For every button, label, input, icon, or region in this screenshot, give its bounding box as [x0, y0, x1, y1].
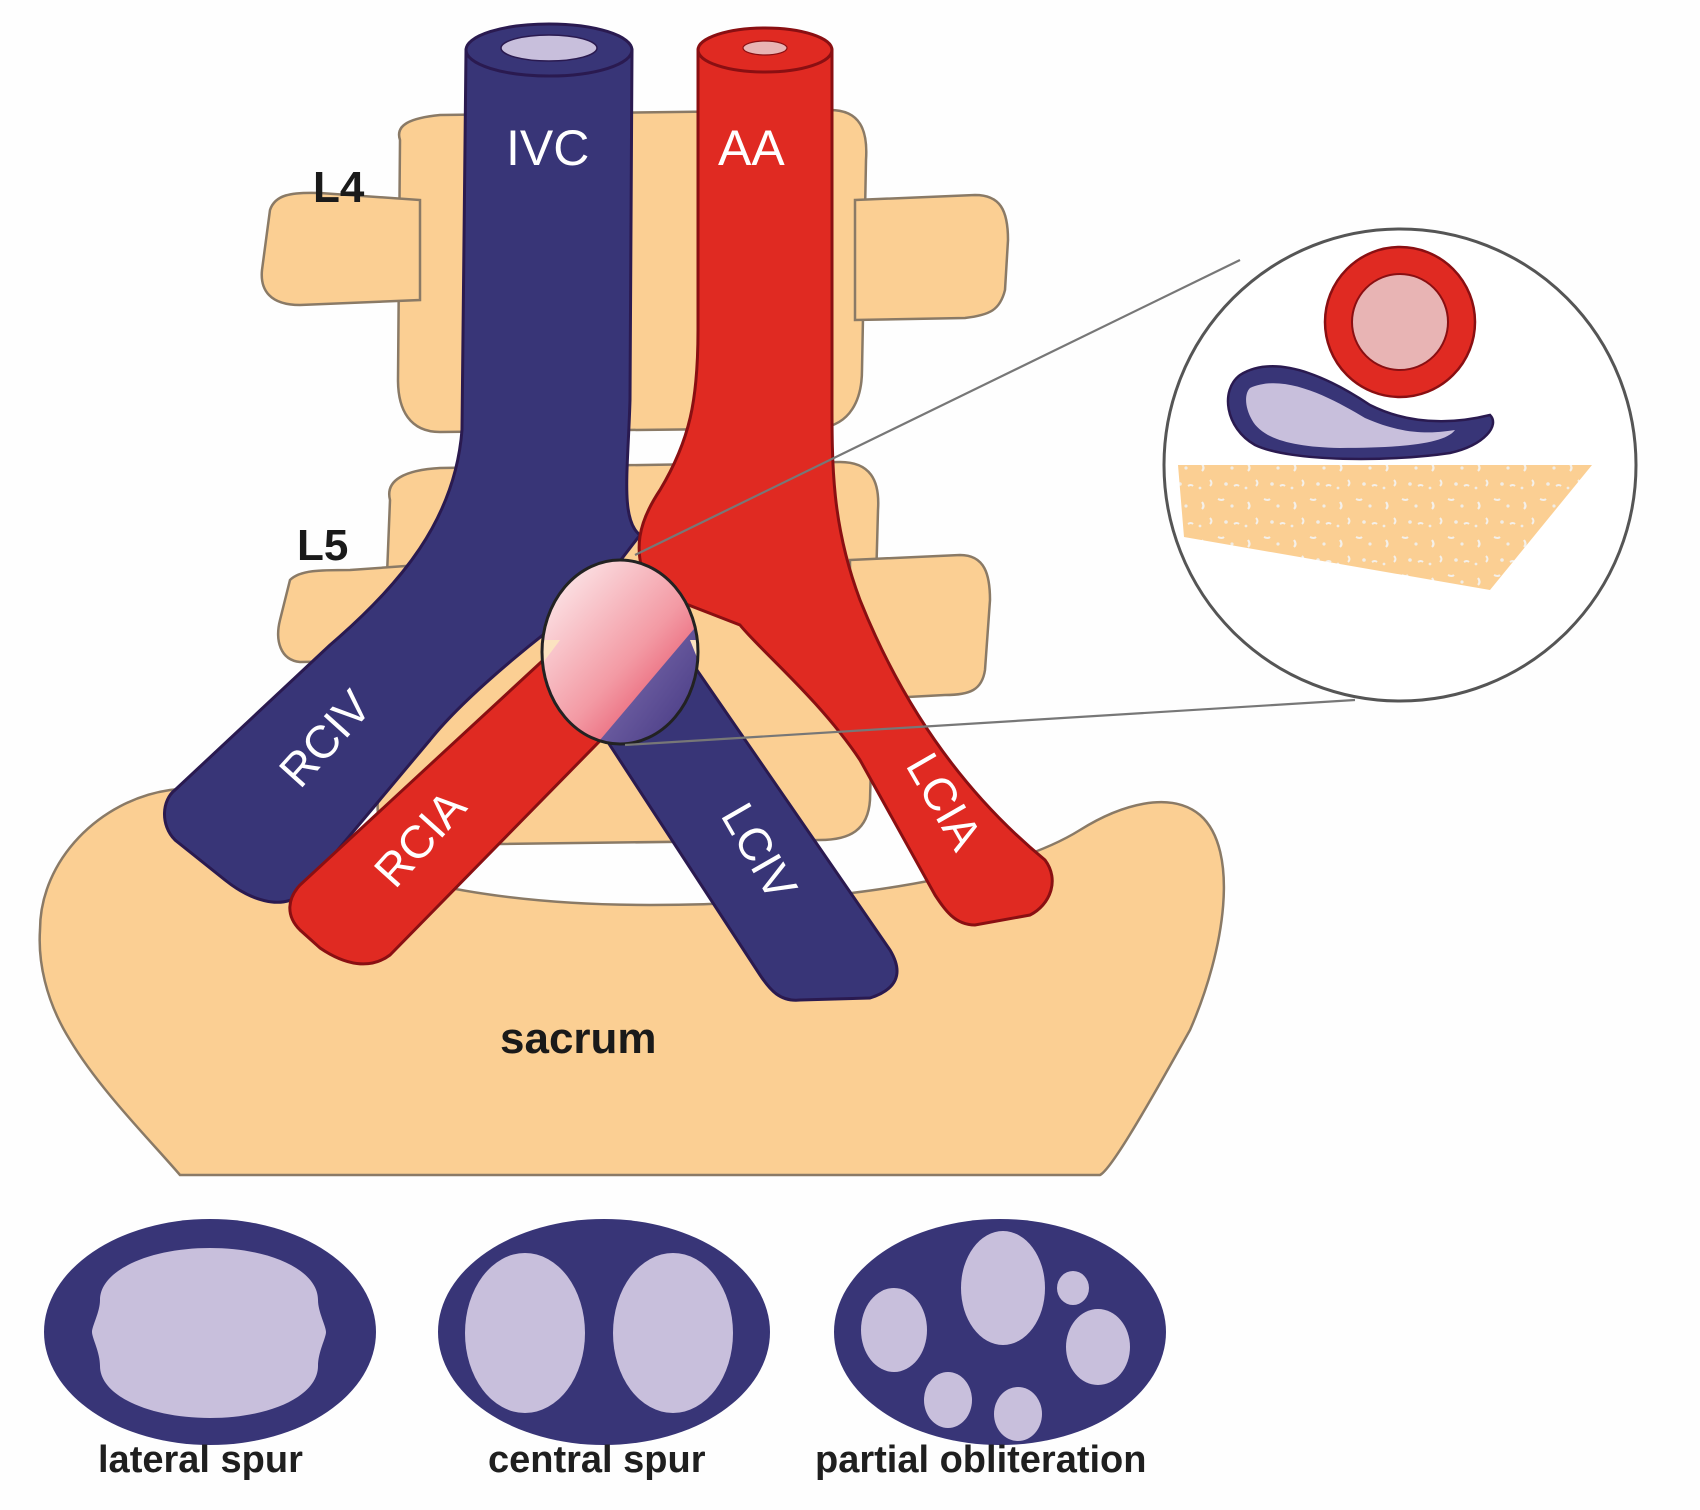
label-l5: L5	[297, 521, 348, 570]
abdominal-aorta	[637, 26, 1054, 927]
variant-lateral-spur	[44, 1219, 376, 1445]
variant-partial-obliteration	[834, 1219, 1166, 1445]
cross-section-inset	[1162, 227, 1638, 703]
label-sacrum: sacrum	[500, 1014, 657, 1063]
caption-partial-obliteration: partial obliteration	[815, 1439, 1146, 1481]
variant-central-spur	[438, 1219, 770, 1445]
inferior-vena-cava	[163, 22, 643, 904]
compression-site-lens	[540, 558, 700, 746]
magnifier-guide-line-top	[634, 259, 1241, 556]
label-l4: L4	[313, 163, 365, 212]
vertebra-l4	[260, 108, 1010, 434]
vertebral-body-section	[1178, 465, 1592, 590]
caption-lateral-spur: lateral spur	[98, 1439, 303, 1481]
label-aa: AA	[718, 120, 785, 176]
magnifier-guide-line-bottom	[624, 698, 1356, 747]
label-ivc: IVC	[506, 120, 589, 176]
left-common-iliac-vein	[597, 657, 899, 1002]
compressed-vein-section	[1226, 365, 1495, 461]
caption-central-spur: central spur	[488, 1439, 706, 1481]
artery-section	[1323, 245, 1477, 399]
right-common-iliac-artery	[288, 638, 643, 966]
